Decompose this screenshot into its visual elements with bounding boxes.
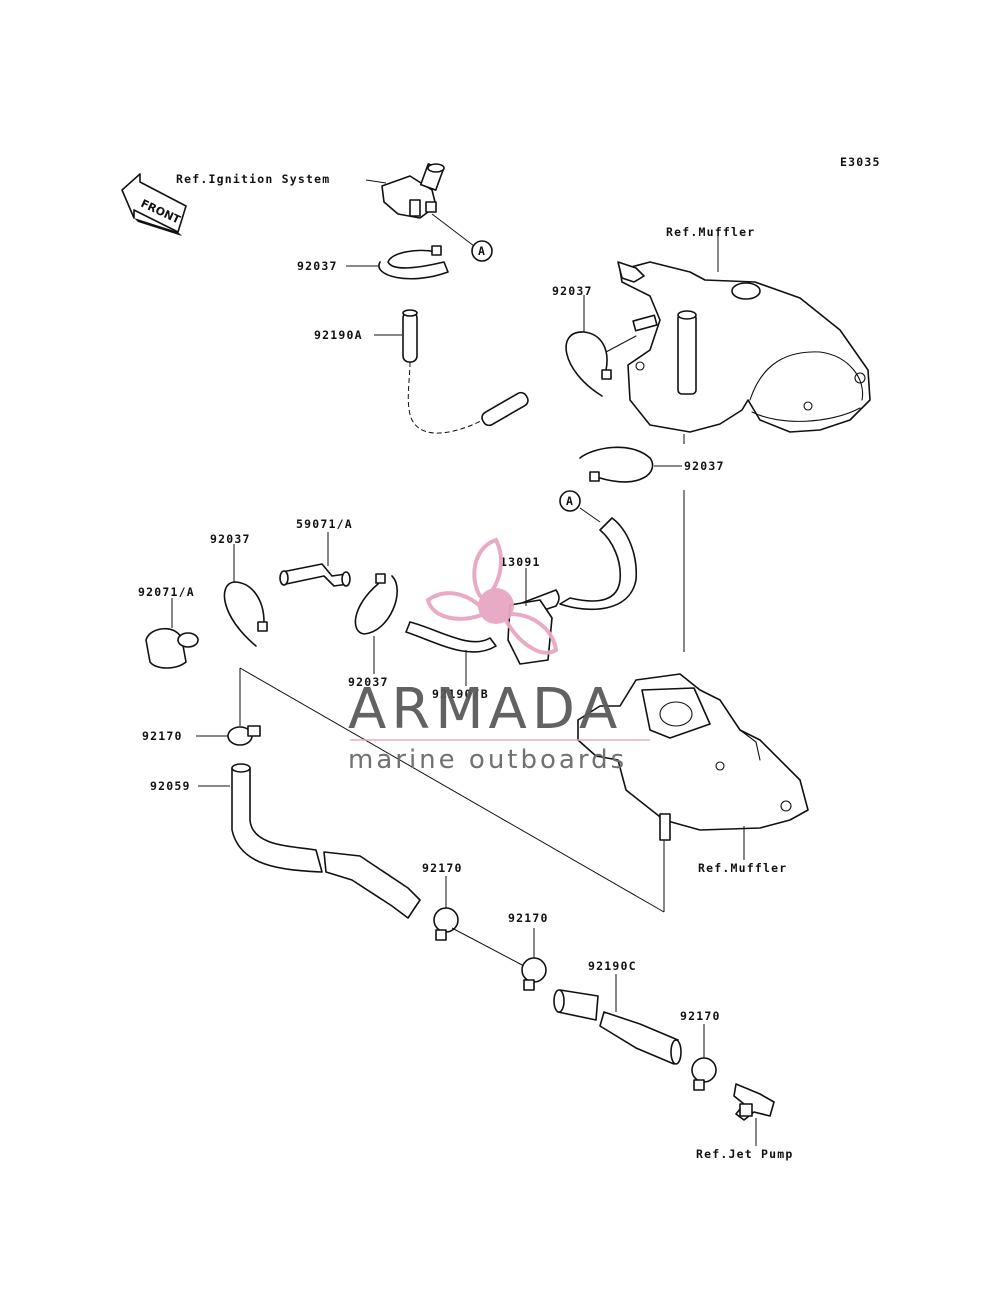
label-13091: 13091 [500, 555, 541, 569]
hose-13091-part [507, 517, 638, 665]
label-92037-a: 92037 [297, 259, 338, 273]
hose-band-part [223, 581, 268, 647]
leader [605, 335, 637, 353]
hose-band-part [579, 446, 654, 483]
muffler-bottom-part [577, 673, 809, 841]
callout-a-lower: A [559, 490, 581, 512]
label-92059: 92059 [150, 779, 191, 793]
label-92037-d: 92037 [210, 532, 251, 546]
label-92190c: 92190C [588, 959, 637, 973]
hose-92190b-part [405, 621, 497, 653]
label-92071a: 92071/A [138, 585, 195, 599]
hose-clamp-part [433, 907, 459, 941]
leader [579, 507, 601, 523]
hose-band-part [565, 331, 612, 397]
leader [451, 927, 525, 967]
label-92170-d: 92170 [680, 1009, 721, 1023]
propeller-logo-icon [425, 537, 559, 655]
label-92037-b: 92037 [552, 284, 593, 298]
plug-92071a-part [145, 627, 199, 669]
hose-clamp-part [521, 957, 547, 991]
label-ref-ignition: Ref.Ignition System [176, 172, 330, 186]
leader [431, 213, 475, 247]
label-92170-c: 92170 [508, 911, 549, 925]
svg-text:A: A [566, 494, 574, 508]
label-59071a: 59071/A [296, 517, 353, 531]
hose-clamp-part [691, 1057, 717, 1091]
front-arrow-icon: FRONT [121, 173, 187, 236]
muffler-top-part [617, 261, 871, 433]
watermark: ARMADA marine outboards [348, 537, 650, 775]
watermark-tagline: marine outboards [348, 745, 627, 775]
leader [365, 179, 387, 184]
label-92190b: 92190/B [432, 687, 489, 701]
svg-text:A: A [478, 244, 486, 258]
hose-clamp-part [227, 725, 261, 746]
label-92037-c: 92037 [684, 459, 725, 473]
label-92037-e: 92037 [348, 675, 389, 689]
callout-a-top: A [471, 240, 493, 262]
label-ref-jet-pump: Ref.Jet Pump [696, 1147, 793, 1161]
label-ref-muffler-bottom: Ref.Muffler [698, 861, 787, 875]
label-92170-b: 92170 [422, 861, 463, 875]
hose-band-part [378, 245, 449, 280]
hose-92190a-part [402, 309, 529, 434]
jet-pump-fitting-part [733, 1083, 775, 1121]
pipe-59071a-part [279, 563, 351, 587]
label-ref-muffler-top: Ref.Muffler [666, 225, 755, 239]
watermark-brand: ARMADA [348, 677, 622, 742]
ignition-sensor-part [381, 163, 445, 219]
leader [239, 667, 665, 913]
diagram-code: E3035 [840, 155, 881, 169]
hose-92190c-part [553, 989, 682, 1065]
label-92170-a: 92170 [142, 729, 183, 743]
label-92190a: 92190A [314, 328, 363, 342]
hose-92059-part [231, 763, 421, 919]
hose-band-part [354, 573, 398, 635]
